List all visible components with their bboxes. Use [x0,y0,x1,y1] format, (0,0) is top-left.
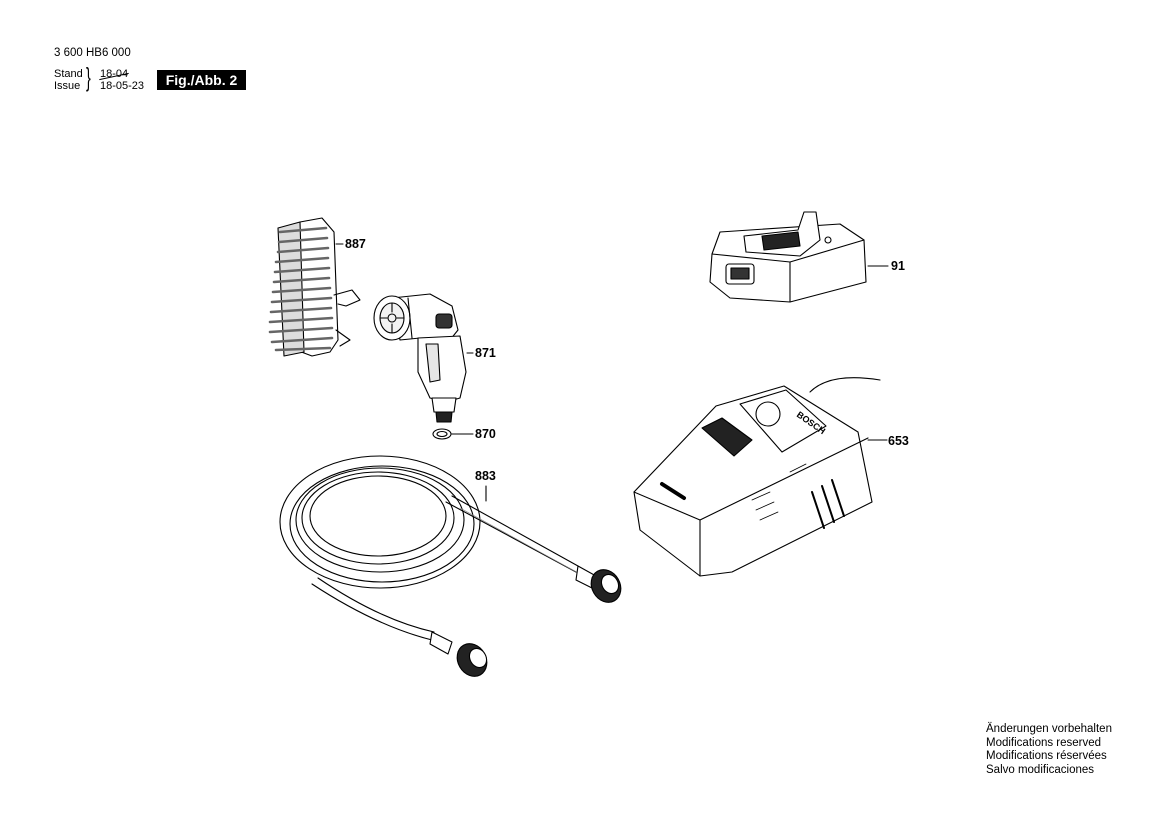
part-number-887: 887 [345,237,366,251]
figure-label: Fig./Abb. 2 [157,70,246,90]
notice-es: Salvo modificaciones [986,763,1095,776]
hose-icon [279,455,622,677]
battery-icon [709,211,889,303]
brace-icon: } [86,62,91,92]
notice-fr: Modifications réservées [986,750,1107,763]
part-number-653: 653 [888,434,909,448]
stand-label: Stand [54,68,83,80]
notice-de: Änderungen vorbehalten [986,723,1112,735]
issue-value: 18-05-23 [100,80,145,92]
part-number-871: 871 [475,346,496,360]
brush-icon [268,217,361,357]
o-ring-icon [432,428,474,440]
notice-en: Modifications reserved [986,736,1102,749]
document-number: 3 600 HB6 000 [54,47,131,59]
charger-icon: BOSCH [633,377,888,577]
modification-notices: Änderungen vorbehalten Modifications res… [986,723,1112,777]
part-number-91: 91 [891,259,905,273]
spray-gun-icon [373,293,474,423]
part-number-870: 870 [475,427,496,441]
part-number-883: 883 [475,469,496,483]
issue-label: Issue [54,80,81,92]
